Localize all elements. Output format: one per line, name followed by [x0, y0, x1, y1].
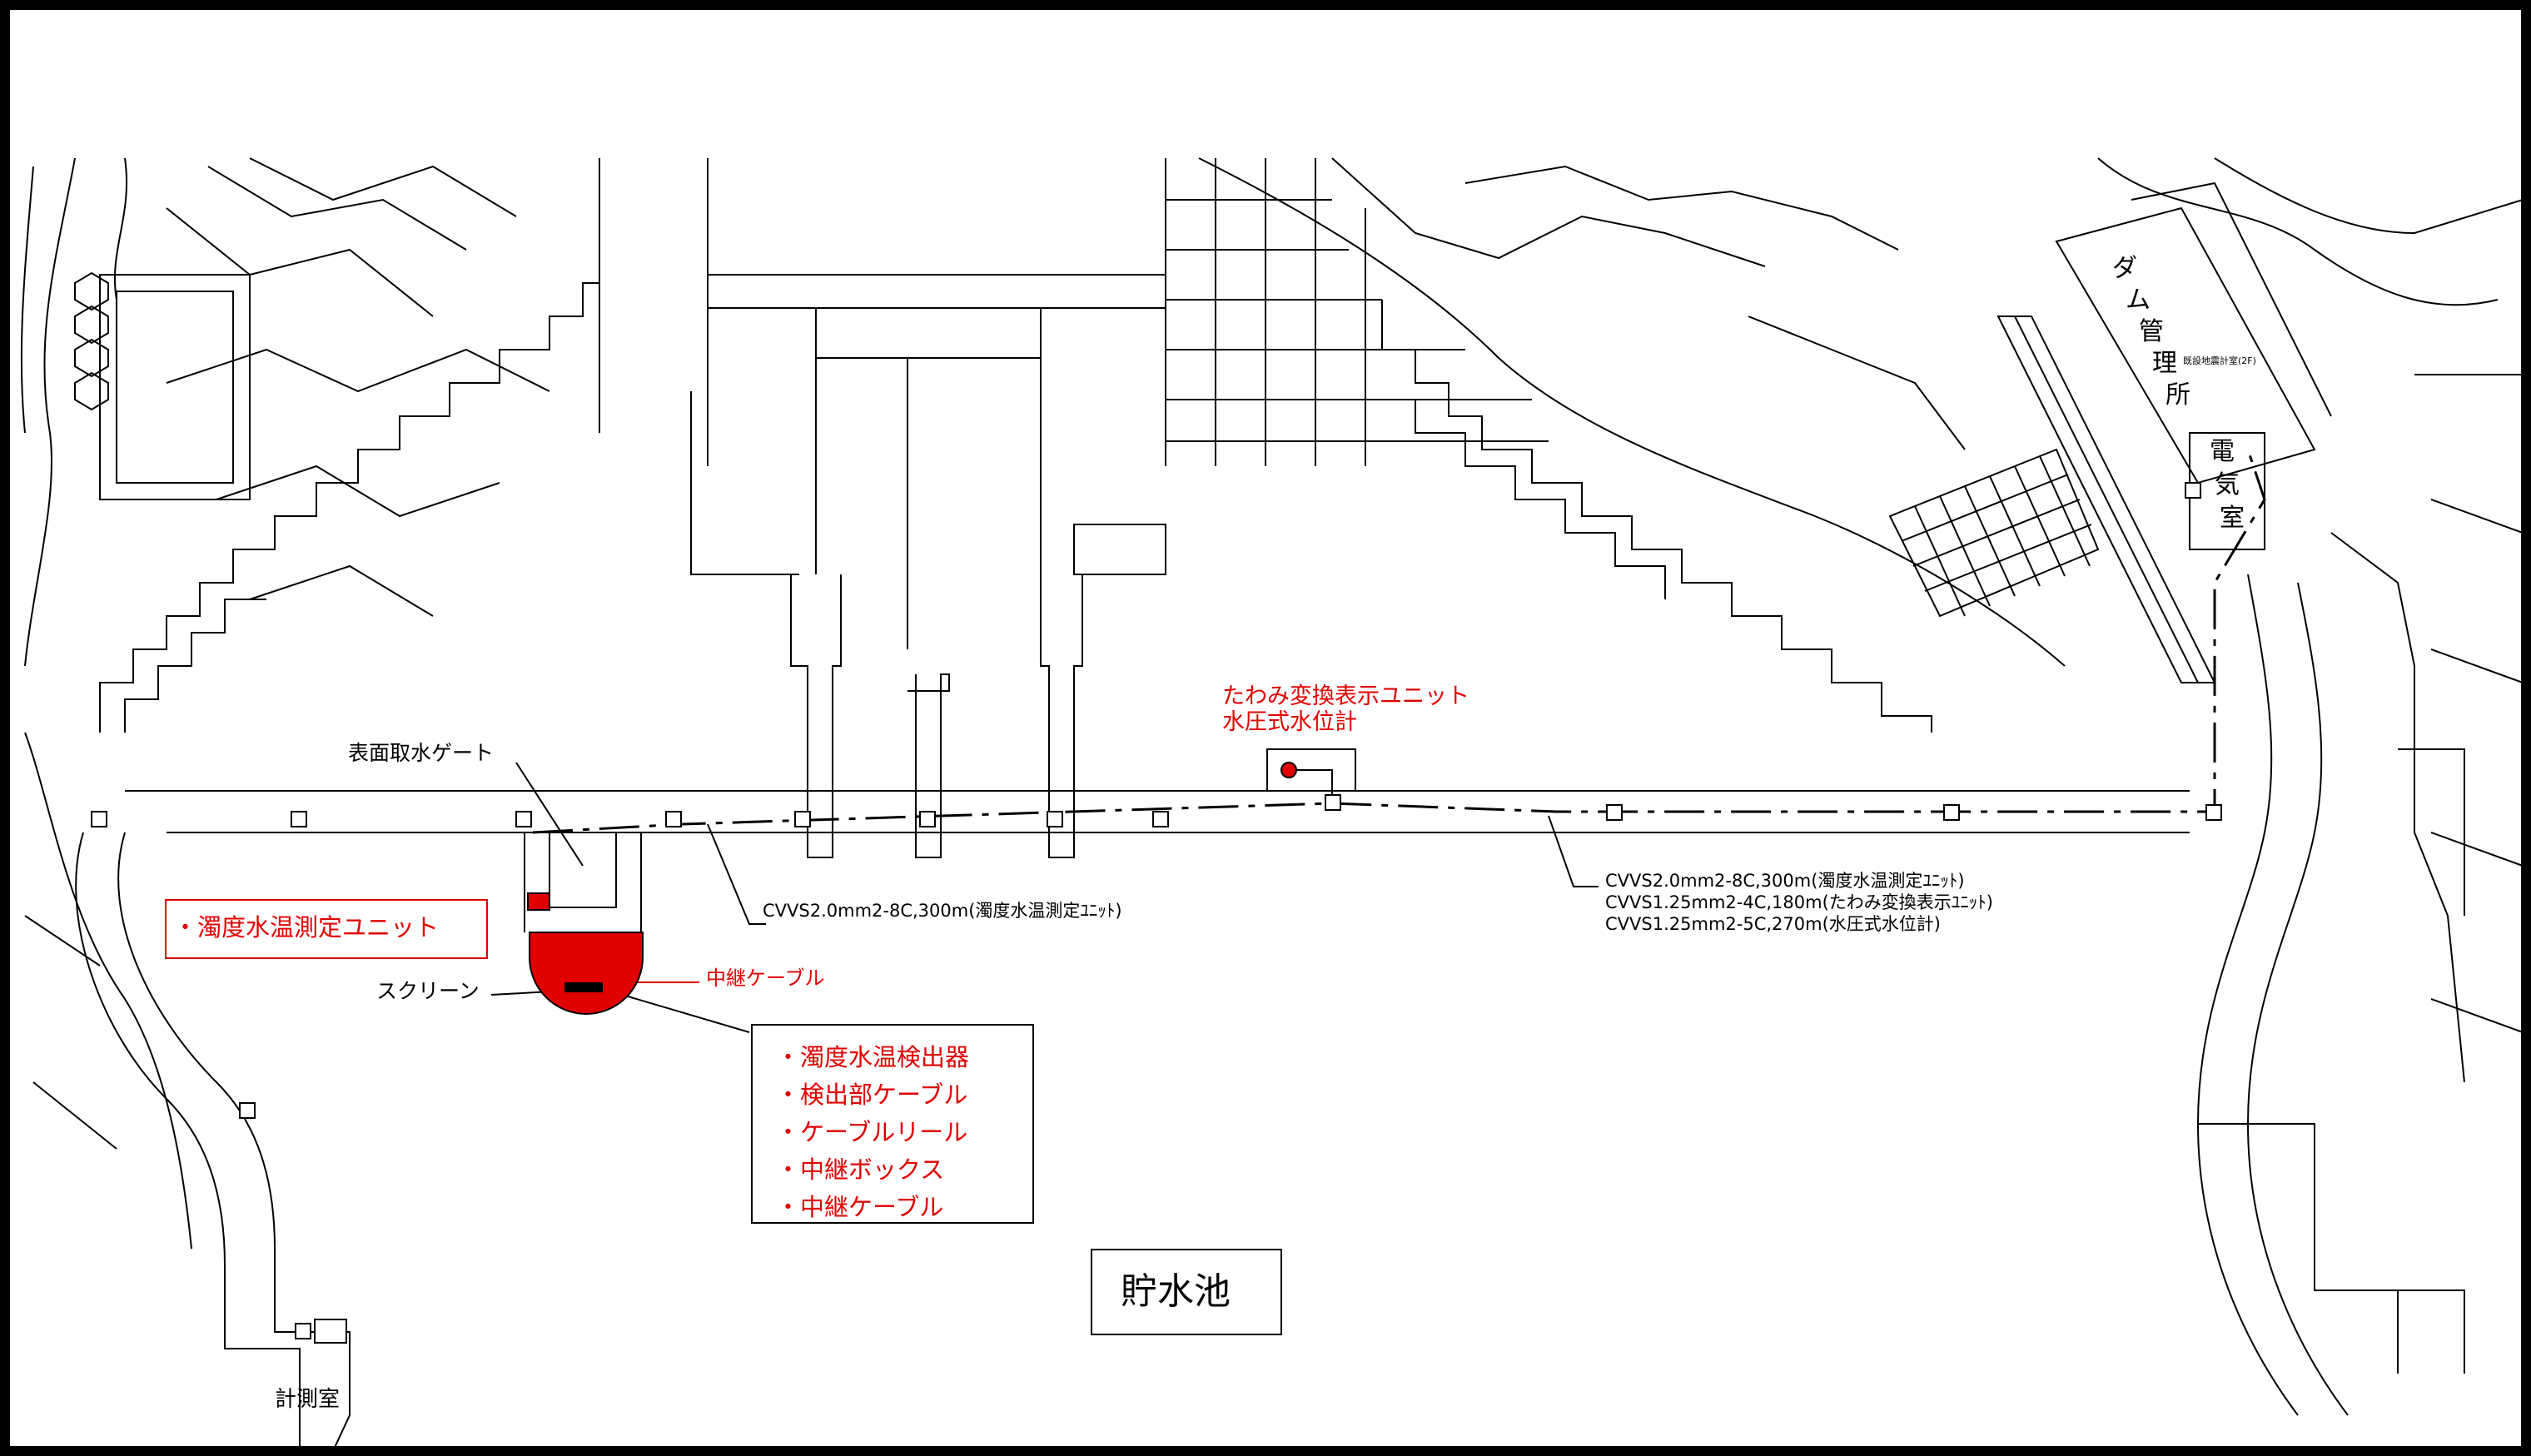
- screen-grate: [564, 982, 603, 992]
- turbidity-unit-label: ・濁度水温測定ユニット: [173, 913, 440, 942]
- reservoir-label: 貯水池: [1121, 1270, 1231, 1313]
- electric-room-char: 室: [2220, 504, 2245, 533]
- equipment-item: ・濁度水温検出器: [776, 1043, 970, 1071]
- screen-basin: [529, 932, 644, 1015]
- equipment-item: ・中継ケーブル: [776, 1193, 944, 1221]
- reservoir-box: 貯水池: [1091, 1249, 1282, 1335]
- dam-office-char: 管: [2139, 317, 2164, 346]
- dam-office-label: ダ ム 管 理 所: [2106, 250, 2190, 416]
- seismometer-label: 既設地震計室(2F): [2183, 355, 2256, 366]
- equipment-list: ・濁度水温検出器 ・検出部ケーブル ・ケーブルリール ・中継ボックス ・中継ケー…: [776, 1039, 969, 1226]
- cable-spec-left: CVVS2.0mm2-8C,300m(濁度水温測定ﾕﾆｯﾄ): [763, 901, 1122, 921]
- screen-label: スクリーン: [376, 979, 480, 1003]
- terrain-contours: [20, 157, 2524, 1452]
- relay-cable-label: 中継ケーブル: [706, 967, 825, 990]
- dam-office-char: ム: [2126, 286, 2151, 315]
- dam-office-char: 理: [2152, 349, 2177, 378]
- turbidity-unit-marker: [527, 892, 550, 911]
- surface-gate-label: 表面取水ゲート: [348, 741, 495, 765]
- measurement-room-building: [314, 1319, 347, 1344]
- electric-room-char: 電: [2210, 437, 2235, 466]
- deflection-unit-link: [1297, 769, 1333, 799]
- measurement-room-label: 計測室: [275, 1387, 341, 1412]
- equipment-item: ・検出部ケーブル: [776, 1081, 968, 1109]
- dam-office-char: ダ: [2112, 254, 2137, 283]
- dam-crest-road: [125, 790, 2190, 833]
- handholes: [91, 482, 2222, 1339]
- electric-room-char: 気: [2215, 470, 2240, 499]
- deflection-unit-label: たわみ変換表示ユニット: [1222, 683, 1469, 709]
- leader-lines: [490, 762, 1599, 1033]
- equipment-item: ・中継ボックス: [776, 1155, 945, 1184]
- cable-spec-right-2: CVVS1.25mm2-4C,180m(たわみ変換表示ﾕﾆｯﾄ): [1605, 892, 1993, 912]
- cable-route: [532, 449, 2266, 834]
- cable-spec-right-3: CVVS1.25mm2-5C,270m(水圧式水位計): [1605, 914, 1941, 934]
- surface-intake-gate: [524, 832, 642, 932]
- equipment-list-box: ・濁度水温検出器 ・検出部ケーブル ・ケーブルリール ・中継ボックス ・中継ケー…: [751, 1024, 1034, 1224]
- equipment-item: ・ケーブルリール: [776, 1118, 968, 1146]
- electric-room-label: 電 気 室: [2202, 433, 2252, 541]
- dam-office-char: 所: [2166, 380, 2190, 410]
- cable-spec-right-1: CVVS2.0mm2-8C,300m(濁度水温測定ﾕﾆｯﾄ): [1605, 871, 1965, 891]
- turbidity-unit-box: ・濁度水温測定ユニット: [165, 899, 488, 959]
- deflection-unit-marker: [1280, 762, 1297, 778]
- water-level-gauge-label: 水圧式水位計: [1222, 709, 1357, 735]
